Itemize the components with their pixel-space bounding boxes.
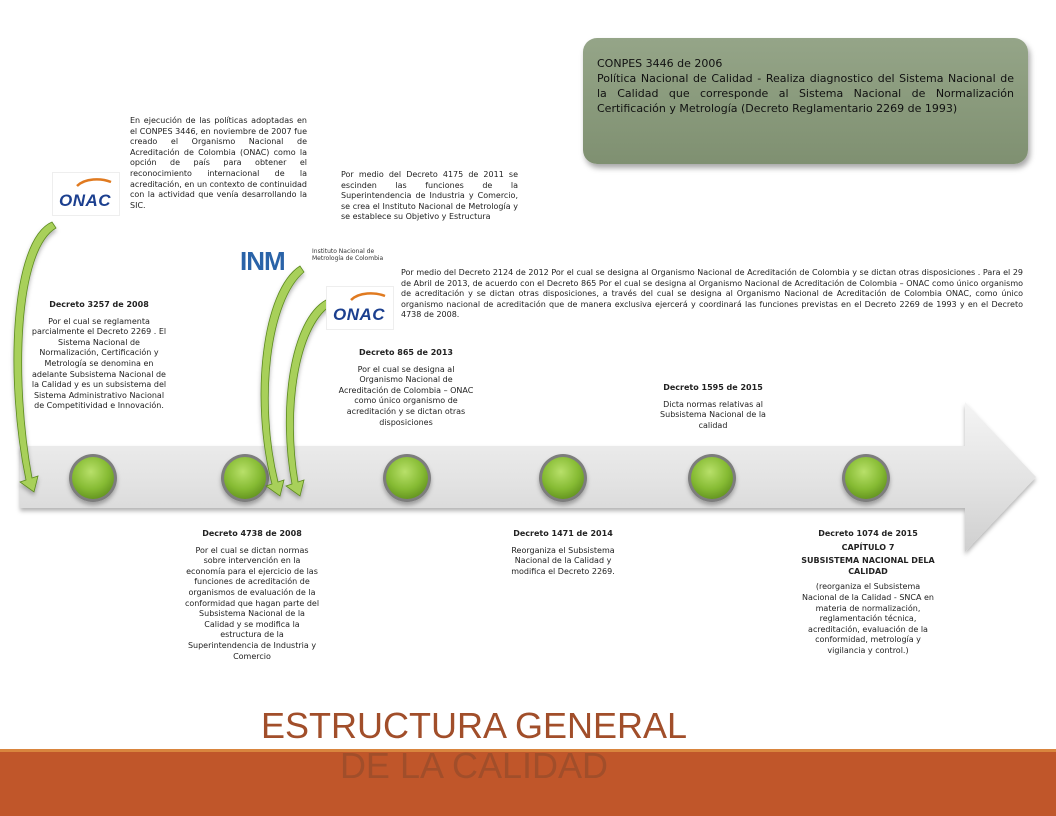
timeline-node [221, 454, 269, 502]
decree-title: Decreto 3257 de 2008 [49, 300, 149, 309]
decree-text: Reorganiza el Subsistema Nacional de la … [511, 545, 615, 576]
inm-logo-subtitle: Instituto Nacional de Metrología de Colo… [312, 248, 384, 262]
timeline-node [539, 454, 587, 502]
connector-arrow-onac-2007 [13, 221, 57, 493]
decree-title: Decreto 1595 de 2015 [663, 383, 763, 392]
decree-text: Por el cual se designa al Organismo Naci… [338, 364, 474, 427]
main-title: ESTRUCTURA GENERAL DE LA CALIDAD [260, 705, 688, 786]
decree-3257-2008: Decreto 3257 de 2008 Por el cual se regl… [28, 300, 170, 412]
onac-swoosh-icon [350, 292, 386, 301]
decree-title: Decreto 1471 de 2014 [513, 529, 613, 538]
decree-title: Decreto 4738 de 2008 [202, 529, 302, 538]
timeline-arrow [20, 402, 1036, 552]
connector-arrow-inm-2011 [260, 265, 305, 497]
conpes-box: CONPES 3446 de 2006 Política Nacional de… [583, 38, 1028, 164]
bottom-band-accent [0, 749, 1056, 752]
timeline-node [842, 454, 890, 502]
decree-chapter: CAPÍTULO 7 [841, 542, 895, 552]
onac-logo-top: ONAC [52, 172, 120, 216]
timeline-node [688, 454, 736, 502]
timeline-node [383, 454, 431, 502]
decree-1595-2015: Decreto 1595 de 2015 Dicta normas relati… [650, 383, 776, 431]
decree-subtitle: SUBSISTEMA NACIONAL DELA CALIDAD [801, 556, 935, 576]
onac-logo-mid: ONAC [326, 286, 394, 330]
conpes-text: Política Nacional de Calidad - Realiza d… [597, 72, 1014, 115]
inm-logo: INM Instituto Nacional de Metrología de … [240, 246, 383, 276]
inm-logo-text: INM [240, 246, 286, 276]
decree-title: Decreto 865 de 2013 [359, 348, 453, 357]
decree-text: Dicta normas relativas al Subsistema Nac… [660, 399, 766, 430]
inm-intro-text: Por medio del Decreto 4175 de 2011 se es… [341, 170, 518, 222]
onac-logo-text: ONAC [59, 191, 112, 210]
decree-text: Por el cual se reglamenta parcialmente e… [31, 316, 167, 411]
onac-swoosh-icon [76, 178, 112, 187]
decree-865-2013: Decreto 865 de 2013 Por el cual se desig… [338, 348, 474, 428]
decree-text: Por el cual se dictan normas sobre inter… [184, 545, 320, 661]
decree-text: (reorganiza el Subsistema Nacional de la… [802, 582, 934, 655]
decree-2124-text: Por medio del Decreto 2124 de 2012 Por e… [401, 268, 1023, 320]
conpes-title: CONPES 3446 de 2006 [597, 57, 723, 70]
decree-1074-2015: Decreto 1074 de 2015 CAPÍTULO 7 SUBSISTE… [800, 529, 936, 657]
decree-4738-2008: Decreto 4738 de 2008 Por el cual se dict… [184, 529, 320, 662]
decree-title: Decreto 1074 de 2015 [818, 529, 918, 538]
onac-intro-text: En ejecución de las políticas adoptadas … [130, 116, 307, 210]
onac-logo-text: ONAC [333, 305, 386, 324]
bottom-band [0, 752, 1056, 816]
connector-arrow-onac-2012 [285, 299, 331, 497]
timeline-node [69, 454, 117, 502]
decree-1471-2014: Decreto 1471 de 2014 Reorganiza el Subsi… [500, 529, 626, 577]
